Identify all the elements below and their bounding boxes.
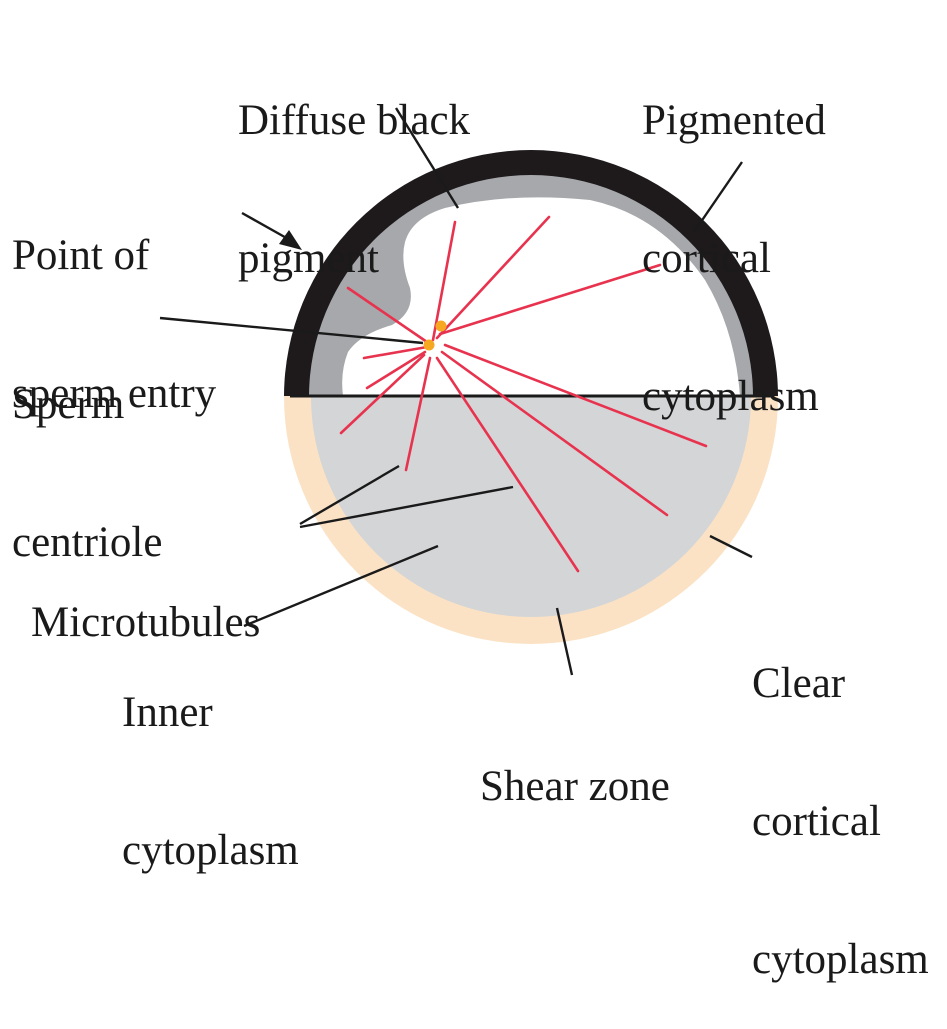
label-inner-cytoplasm: Inner cytoplasm: [122, 598, 299, 920]
label-diffuse-black-pigment: Diffuse black pigment: [238, 6, 470, 328]
label-clear-cortical-cytoplasm: Clear cortical cytoplasm: [752, 569, 929, 1029]
label-pigmented-cortical-cytoplasm: Pigmented cortical cytoplasm: [642, 6, 826, 466]
label-shear-zone: Shear zone: [480, 672, 670, 856]
sperm-centriole-dot: [424, 340, 435, 351]
